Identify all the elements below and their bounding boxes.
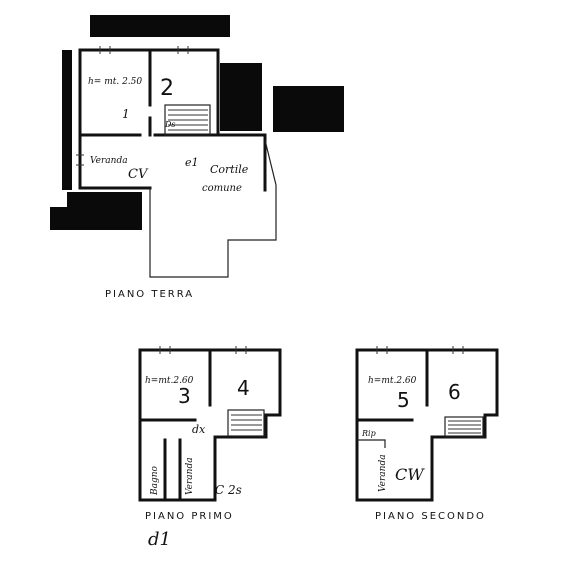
first-floor-bottom-code: d1 — [148, 529, 171, 550]
veranda-label: Veranda — [90, 156, 128, 166]
first-floor-plan: h=mt.2.60 3 4 dx Bagno Veranda C 2s PIAN… — [138, 346, 282, 550]
redaction-block — [90, 15, 230, 37]
courtyard-outline — [149, 139, 277, 278]
first-floor-bath-walls — [163, 438, 182, 500]
second-floor-rip-wall — [357, 439, 386, 448]
unit-2-number: 2 — [160, 76, 174, 101]
rip-label: Rip — [361, 429, 376, 438]
second-floor-title: PIANO SECONDO — [375, 511, 486, 522]
second-floor-veranda-label: Veranda — [378, 454, 388, 492]
first-floor-partitions — [138, 348, 212, 422]
ground-floor-stair — [164, 104, 211, 136]
first-floor-outer-wall — [138, 348, 282, 502]
first-floor-stair — [227, 409, 265, 437]
first-floor-windows — [159, 346, 247, 354]
second-floor-stair — [444, 416, 484, 438]
ground-floor-plan: h= mt. 2.50 2 1 Ds Veranda CV e1 Cortile… — [50, 15, 344, 300]
unit-3-number: 3 — [178, 384, 191, 408]
unit-4-number: 4 — [237, 376, 250, 400]
redaction-block — [67, 192, 142, 230]
veranda-code: CV — [128, 167, 149, 182]
redaction-block — [220, 63, 262, 131]
bath-label: Bagno — [150, 465, 160, 496]
courtyard-code: e1 — [185, 156, 199, 169]
redaction-block — [50, 207, 72, 230]
second-floor-height: h=mt.2.60 — [368, 376, 417, 386]
first-floor-veranda-label: Veranda — [185, 457, 195, 495]
first-floor-code: C 2s — [215, 483, 242, 497]
ground-floor-windows — [76, 46, 189, 166]
second-floor-partitions — [355, 348, 429, 422]
first-floor-stair-mark: dx — [192, 423, 206, 436]
room-mark: 1 — [122, 107, 130, 121]
unit-6-number: 6 — [448, 380, 461, 404]
stair-mark: Ds — [164, 120, 176, 129]
first-floor-title: PIANO PRIMO — [145, 511, 234, 522]
second-floor-code: CW — [395, 465, 425, 484]
second-floor-plan: h=mt.2.60 5 6 Rip Veranda CW PIANO SECON… — [355, 346, 499, 522]
unit-5-number: 5 — [397, 388, 410, 412]
courtyard-label-line2: comune — [202, 183, 242, 194]
ground-floor-left-wall — [78, 48, 152, 190]
second-floor-windows — [376, 346, 464, 354]
courtyard-label-line1: Cortile — [210, 163, 249, 176]
redaction-block — [273, 86, 344, 132]
first-floor-height: h=mt.2.60 — [145, 376, 194, 386]
ground-floor-title: PIANO TERRA — [105, 289, 194, 300]
second-floor-outer-wall — [355, 348, 499, 502]
ground-floor-height: h= mt. 2.50 — [88, 77, 142, 87]
redaction-block — [62, 50, 72, 190]
